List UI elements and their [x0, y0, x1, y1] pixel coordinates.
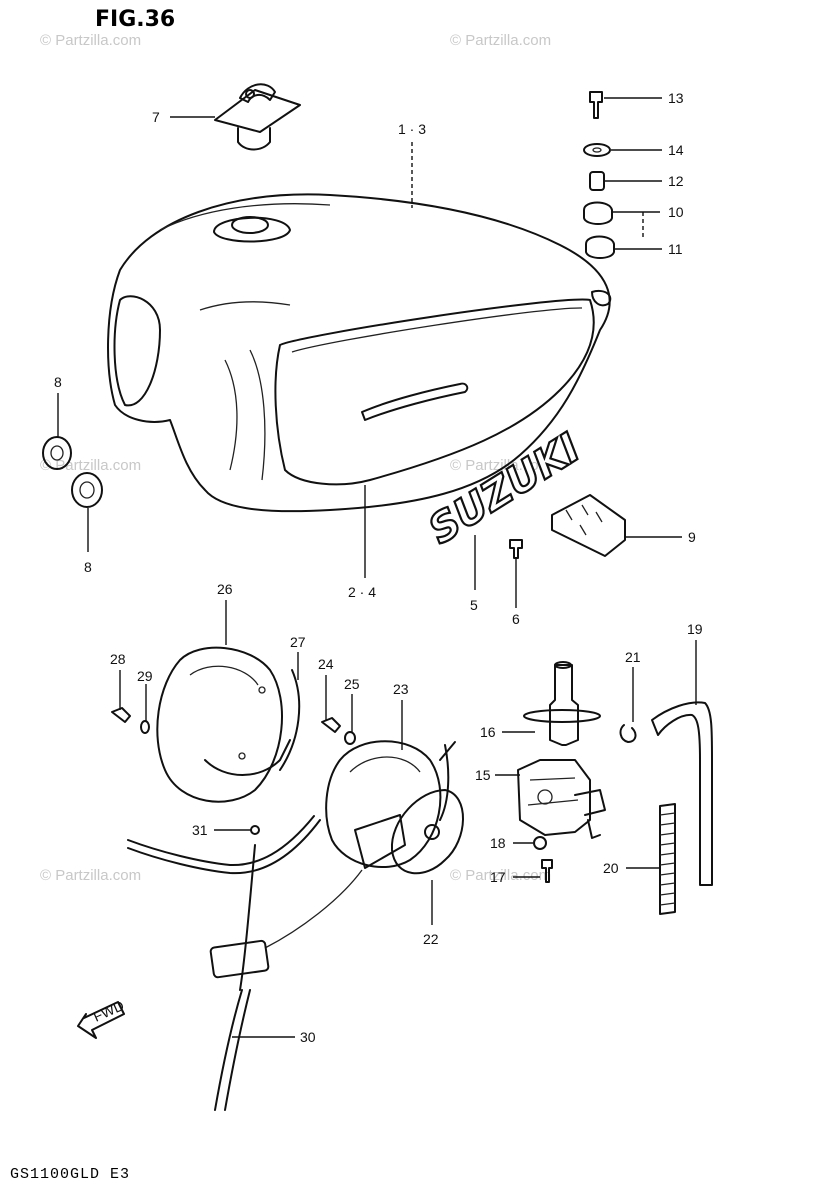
- fwd-label: FWD: [91, 997, 127, 1025]
- callout-26: 26: [217, 581, 233, 597]
- callout-13: 13: [668, 90, 684, 106]
- callout-11: 11: [668, 241, 683, 257]
- callout-25: 25: [344, 676, 360, 692]
- callout-5: 5: [470, 597, 478, 613]
- callout-8a: 8: [54, 374, 62, 390]
- filter-20: [659, 803, 676, 915]
- screw-6: [509, 539, 523, 559]
- callout-21: 21: [625, 649, 641, 665]
- callout-2-4: 2 · 4: [348, 584, 376, 600]
- callout-18: 18: [490, 835, 506, 851]
- callout-14: 14: [668, 142, 684, 158]
- callout-17: 17: [490, 869, 506, 885]
- screws-18-17: [533, 836, 553, 883]
- filler-cap: [214, 83, 301, 151]
- bolt-stack: [583, 91, 615, 259]
- callout-7: 7: [152, 109, 160, 125]
- brand-logo: SUZUKI: [421, 425, 589, 553]
- callout-28: 28: [110, 651, 126, 667]
- leader-lines: [57, 97, 697, 1038]
- callout-6: 6: [512, 611, 520, 627]
- callout-20: 20: [603, 860, 619, 876]
- callout-10: 10: [668, 204, 684, 220]
- fuel-tank: [107, 193, 612, 513]
- callout-27: 27: [290, 634, 306, 650]
- callout-29: 29: [137, 668, 153, 684]
- watermark: © Partzilla.com: [450, 457, 551, 474]
- callout-9: 9: [688, 529, 696, 545]
- callout-8b: 8: [84, 559, 92, 575]
- callout-23: 23: [393, 681, 409, 697]
- watermark: © Partzilla.com: [40, 32, 141, 49]
- callout-31: 31: [192, 822, 208, 838]
- watermark: © Partzilla.com: [450, 867, 551, 884]
- hoses: [127, 815, 363, 1111]
- suzuki-emblem: SUZUKI: [420, 424, 590, 555]
- callout-30: 30: [300, 1029, 316, 1045]
- watermark: © Partzilla.com: [40, 867, 141, 884]
- screw-28: [111, 707, 150, 734]
- callout-16: 16: [480, 724, 496, 740]
- bracket-9: [551, 494, 626, 557]
- fuel-gauge: [325, 740, 464, 875]
- clip-21: [619, 724, 637, 743]
- watermark: © Partzilla.com: [40, 457, 141, 474]
- model-code: GS1100GLD E3: [10, 1166, 130, 1183]
- callout-1-3: 1 · 3: [398, 121, 426, 137]
- cushions: [42, 436, 103, 508]
- callout-24: 24: [318, 656, 334, 672]
- callout-19: 19: [687, 621, 703, 637]
- watermark: © Partzilla.com: [450, 32, 551, 49]
- fuel-cock: [517, 661, 606, 839]
- figure-title: FIG.36: [95, 7, 175, 32]
- hose-19: [651, 701, 713, 886]
- watermarks: © Partzilla.com © Partzilla.com © Partzi…: [40, 32, 551, 884]
- callout-labels: 7 1 · 3 13 14 12 10 11 8 8 2 · 4 5 6 9 2…: [54, 90, 703, 1045]
- callout-15: 15: [475, 767, 491, 783]
- callout-22: 22: [423, 931, 439, 947]
- gauge-gasket: [156, 646, 301, 803]
- callout-12: 12: [668, 173, 684, 189]
- fwd-arrow: FWD: [77, 997, 127, 1039]
- screw-24: [321, 717, 356, 745]
